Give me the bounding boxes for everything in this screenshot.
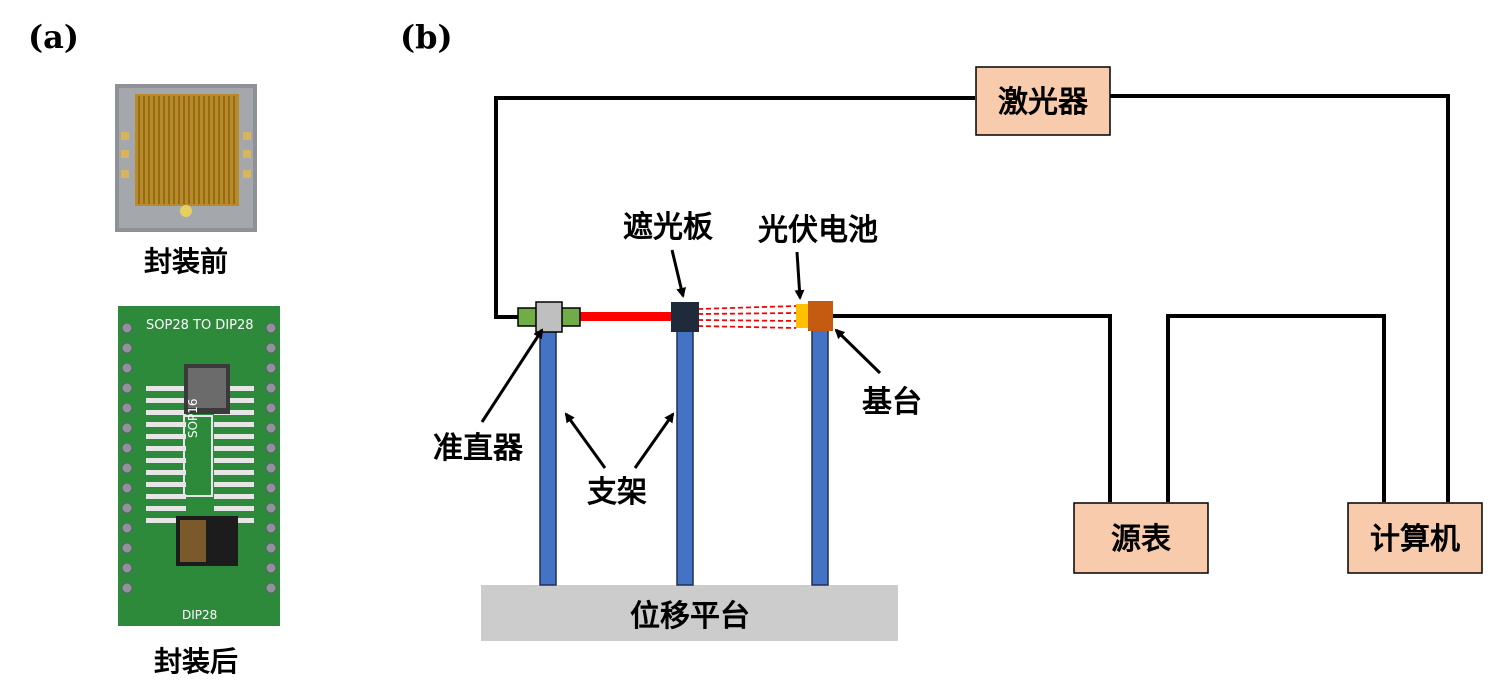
diffused-beam xyxy=(697,305,797,329)
collimator-body xyxy=(535,301,563,333)
pillar-1 xyxy=(539,329,557,586)
base-stage-arrow xyxy=(834,328,882,375)
pv-cell-arrow xyxy=(794,251,805,300)
laser-to-computer-wire xyxy=(1110,94,1450,502)
pv-cell xyxy=(796,304,808,328)
panel-a-label: (a) xyxy=(28,18,80,56)
laser-to-collimator-wire xyxy=(494,96,975,319)
support-label: 支架 xyxy=(587,475,647,510)
chip-before-photo xyxy=(115,84,257,232)
shield-label: 遮光板 xyxy=(623,210,713,245)
caption-after-packaging: 封装后 xyxy=(153,645,238,678)
pv-cell-label: 光伏电池 xyxy=(758,213,878,248)
base-stage-label: 基台 xyxy=(862,385,922,420)
support-arrow-right xyxy=(633,412,675,469)
translation-stage xyxy=(481,585,898,641)
panel-b-label: (b) xyxy=(400,18,453,56)
base-stage xyxy=(808,301,833,331)
shield-arrow xyxy=(670,249,687,298)
translation-stage-label: 位移平台 xyxy=(630,599,750,634)
laser-beam xyxy=(578,312,672,321)
source-meter-box xyxy=(1073,502,1209,574)
pillar-2 xyxy=(676,329,694,586)
collimator-end-left xyxy=(517,307,539,327)
chip-label-top: SOP28 TO DIP28 xyxy=(146,318,254,333)
chip-label-bottom: DIP28 xyxy=(182,608,218,622)
sourcemeter-to-computer-wire xyxy=(1166,314,1386,502)
chip-after-photo xyxy=(118,306,280,626)
collimator-label: 准直器 xyxy=(433,431,524,466)
computer-box xyxy=(1347,502,1483,574)
laser-label: 激光器 xyxy=(998,85,1089,120)
source-meter-label: 源表 xyxy=(1111,522,1171,557)
support-arrow-left xyxy=(564,412,607,469)
collimator-arrow xyxy=(480,328,544,423)
computer-label: 计算机 xyxy=(1370,522,1460,557)
pillar-3 xyxy=(811,329,829,586)
pv-to-sourcemeter-wire-1 xyxy=(830,314,1112,502)
laser-box xyxy=(975,66,1111,136)
collimator-end-right xyxy=(559,307,581,327)
caption-before-packaging: 封装前 xyxy=(143,245,228,278)
shield-plate xyxy=(671,302,699,332)
